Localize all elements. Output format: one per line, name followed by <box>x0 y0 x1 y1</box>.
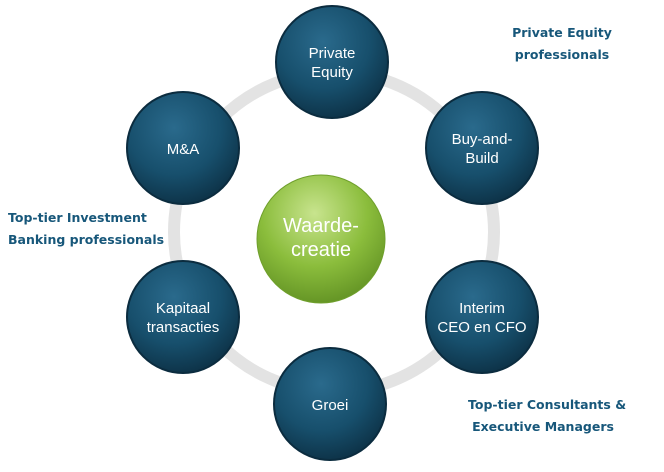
center-node: Waarde- creatie <box>256 174 386 304</box>
node-interim-line-1: Interim <box>459 300 505 317</box>
investment-banking-line-2: Banking professionals <box>8 232 165 247</box>
private-equity-professionals-line-2: professionals <box>514 47 610 62</box>
node-private-equity: Private Equity <box>275 5 389 119</box>
node-ma-label: M&A <box>167 141 200 158</box>
node-interim-line-2: CEO en CFO <box>437 319 526 336</box>
node-groei-label: Groei <box>312 397 349 414</box>
node-kapitaal: Kapitaal transacties <box>126 260 240 374</box>
node-ma: M&A <box>126 91 240 205</box>
center-label-line-1: Waarde- <box>283 215 359 237</box>
investment-banking-professionals-label: Top-tier Investment Banking professional… <box>8 207 164 251</box>
consultants-line-1: Top-tier Consultants & <box>468 397 627 412</box>
node-buy-and-build-line-1: Buy-and- <box>452 131 513 148</box>
node-buy-and-build-line-2: Build <box>465 150 498 167</box>
node-kapitaal-line-1: Kapitaal <box>156 300 210 317</box>
node-private-equity-line-2: Equity <box>311 64 353 81</box>
center-label-line-2: creatie <box>291 239 351 261</box>
node-private-equity-line-1: Private <box>309 45 356 62</box>
node-interim: Interim CEO en CFO <box>425 260 539 374</box>
private-equity-professionals-label: Private Equity professionals <box>512 22 612 66</box>
node-kapitaal-line-2: transacties <box>147 319 220 336</box>
consultants-line-2: Executive Managers <box>472 419 614 434</box>
consultants-executive-managers-label: Top-tier Consultants & Executive Manager… <box>468 394 627 438</box>
node-buy-and-build: Buy-and- Build <box>425 91 539 205</box>
investment-banking-line-1: Top-tier Investment <box>8 210 147 225</box>
private-equity-professionals-line-1: Private Equity <box>512 25 612 40</box>
node-groei: Groei <box>273 347 387 461</box>
